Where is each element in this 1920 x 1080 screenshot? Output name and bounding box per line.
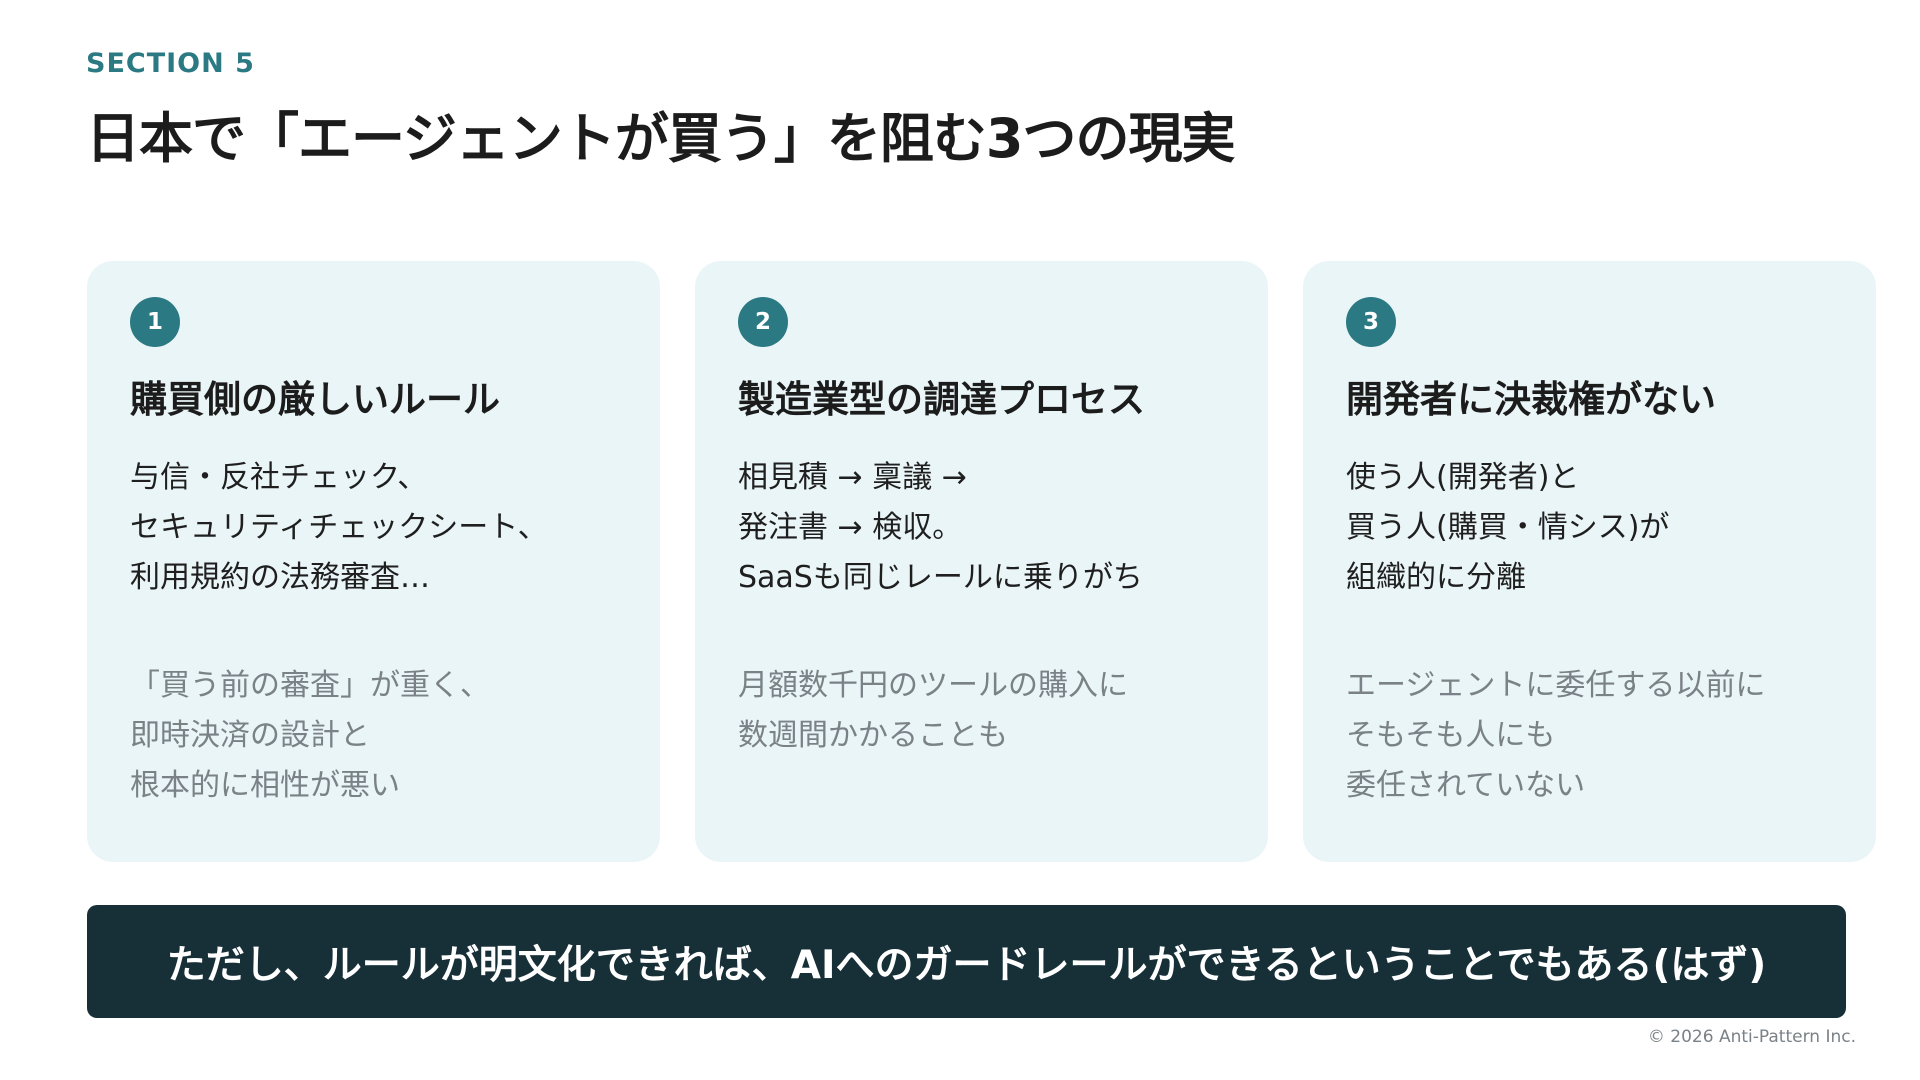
card-note-line: そもそも人にも (1346, 718, 1556, 753)
card-body-line: 組織的に分離 (1346, 560, 1526, 595)
card-note: 月額数千円のツールの購入に 数週間かかることも (738, 661, 1248, 761)
card-note-line: 月額数千円のツールの購入に (738, 668, 1128, 703)
card-body-line: 使う人(開発者)と (1346, 460, 1580, 495)
card-note: 「買う前の審査」が重く、 即時決済の設計と 根本的に相性が悪い (130, 661, 640, 811)
section-label: SECTION 5 (86, 48, 255, 79)
card-body: 与信・反社チェック、 セキュリティチェックシート、 利用規約の法務審査… (130, 453, 640, 603)
card-body-line: 相見積 → 稟議 → (738, 460, 967, 495)
callout-banner: ただし、ルールが明文化できれば、AIへのガードレールができるということでもある(… (87, 905, 1846, 1018)
card-note: エージェントに委任する以前に そもそも人にも 委任されていない (1346, 661, 1856, 811)
card-title: 購買側の厳しいルール (130, 378, 500, 421)
page-title: 日本で「エージェントが買う」を阻む3つの現実 (86, 107, 1235, 170)
card-note-line: 「買う前の審査」が重く、 (130, 668, 490, 703)
card-1: 1 購買側の厳しいルール 与信・反社チェック、 セキュリティチェックシート、 利… (87, 261, 660, 862)
card-body-line: 発注書 → 検収。 (738, 510, 963, 545)
card-body-line: SaaSも同じレールに乗りがち (738, 560, 1143, 595)
card-body-line: 買う人(購買・情シス)が (1346, 510, 1670, 545)
callout-text: ただし、ルールが明文化できれば、AIへのガードレールができるということでもある(… (166, 942, 1767, 988)
number-badge: 2 (738, 297, 788, 347)
copyright: © 2026 Anti-Pattern Inc. (1647, 1027, 1856, 1047)
card-note-line: 委任されていない (1346, 768, 1586, 803)
card-2: 2 製造業型の調達プロセス 相見積 → 稟議 → 発注書 → 検収。 SaaSも… (695, 261, 1268, 862)
card-note-line: エージェントに委任する以前に (1346, 668, 1766, 703)
card-3: 3 開発者に決裁権がない 使う人(開発者)と 買う人(購買・情シス)が 組織的に… (1303, 261, 1876, 862)
card-note-line: 即時決済の設計と (130, 718, 370, 753)
card-body-line: セキュリティチェックシート、 (130, 510, 548, 545)
number-badge: 1 (130, 297, 180, 347)
card-title: 開発者に決裁権がない (1346, 378, 1716, 421)
cards-container: 1 購買側の厳しいルール 与信・反社チェック、 セキュリティチェックシート、 利… (87, 261, 1876, 862)
card-body: 使う人(開発者)と 買う人(購買・情シス)が 組織的に分離 (1346, 453, 1856, 603)
card-title: 製造業型の調達プロセス (738, 378, 1145, 421)
card-body: 相見積 → 稟議 → 発注書 → 検収。 SaaSも同じレールに乗りがち (738, 453, 1248, 603)
number-badge: 3 (1346, 297, 1396, 347)
card-note-line: 根本的に相性が悪い (130, 768, 400, 803)
card-body-line: 利用規約の法務審査… (130, 560, 430, 595)
card-body-line: 与信・反社チェック、 (130, 460, 428, 495)
card-note-line: 数週間かかることも (738, 718, 1008, 753)
